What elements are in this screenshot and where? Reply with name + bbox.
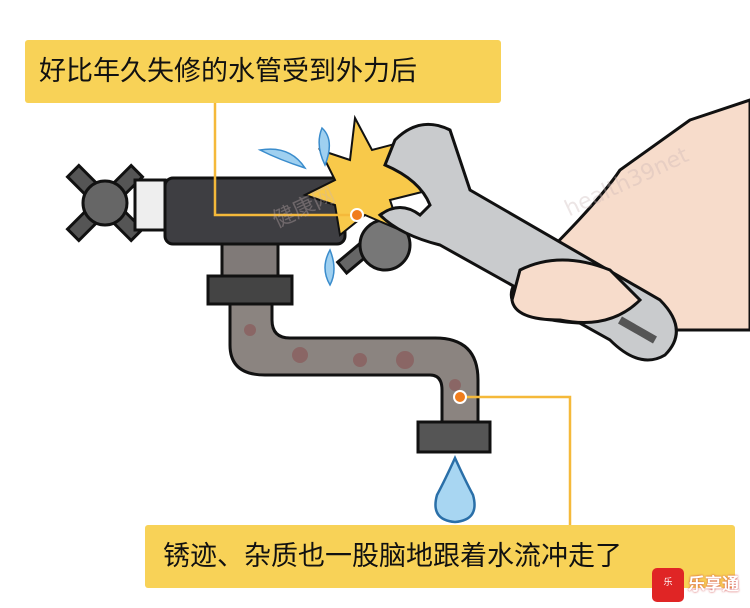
lower-nut <box>416 420 492 454</box>
water-splashes <box>257 126 335 287</box>
rust-spots <box>244 324 461 391</box>
hand <box>510 258 643 324</box>
brand-logo: 乐 乐享通 <box>650 568 750 608</box>
upper-nut <box>206 274 294 306</box>
pointer-dot-top <box>350 208 364 222</box>
logo-name: 乐享通 <box>688 575 739 595</box>
pointer-dot-bottom <box>453 390 467 404</box>
callout-bottom: 锈迹、杂质也一股脑地跟着水流冲走了 <box>145 525 735 588</box>
left-valve-handle <box>65 163 167 243</box>
leader-lines <box>213 103 572 525</box>
callout-top: 好比年久失修的水管受到外力后 <box>25 40 501 103</box>
callout-top-text: 好比年久失修的水管受到外力后 <box>39 56 417 87</box>
callout-bottom-text: 锈迹、杂质也一股脑地跟着水流冲走了 <box>163 541 622 572</box>
water-drop <box>434 454 476 524</box>
logo-badge: 乐 <box>652 568 684 602</box>
right-valve <box>335 218 412 276</box>
